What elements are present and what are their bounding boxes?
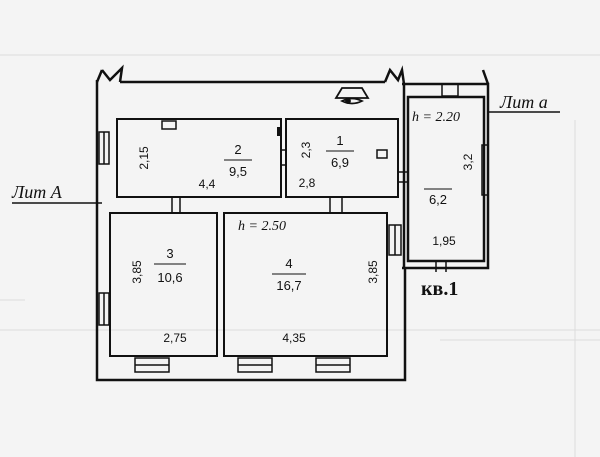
bathtub-icon <box>334 87 370 105</box>
ceiling-height-main: h = 2.50 <box>238 219 286 234</box>
annex-room-area: 6,2 <box>429 192 447 207</box>
room-4-number: 4 <box>285 256 292 271</box>
annex-dim-vertical: 3,2 <box>461 153 475 170</box>
room-3-dim-horizontal: 2,75 <box>163 331 187 345</box>
room-4-dim-vertical: 3,85 <box>366 260 380 284</box>
lit-a-small-label: Лит а <box>499 92 548 112</box>
room-1-number: 1 <box>336 133 343 148</box>
room-1-dim-vertical: 2,3 <box>299 141 313 158</box>
room-2-dim-horizontal: 4,4 <box>199 177 216 191</box>
dimension-labels: 2,3 2,8 2,15 4,4 3,85 2,75 3,85 4,35 3,2… <box>130 141 475 345</box>
room-3-outline <box>109 212 218 357</box>
room-2-number: 2 <box>234 142 241 157</box>
windows <box>98 83 489 373</box>
label-leaders <box>12 111 560 204</box>
sink-icon <box>277 127 282 136</box>
room-2-area: 9,5 <box>229 164 247 179</box>
paper-grid <box>0 54 600 457</box>
room-4-dim-horizontal: 4,35 <box>282 331 306 345</box>
annex-dim-horizontal: 1,95 <box>432 234 456 248</box>
room-2-dim-vertical: 2,15 <box>137 146 151 170</box>
lit-a-label: Лит А <box>11 182 63 202</box>
room-3-dim-vertical: 3,85 <box>130 260 144 284</box>
ceiling-height-annex: h = 2.20 <box>412 110 460 125</box>
room-labels: 1 6,9 2 9,5 3 10,6 4 16,7 6,2 <box>154 133 452 293</box>
room-4-outline <box>223 212 388 357</box>
room-3-number: 3 <box>166 246 173 261</box>
outer-walls <box>95 64 407 382</box>
room-4-area: 16,7 <box>276 278 301 293</box>
boiler-icon <box>376 149 388 159</box>
apartment-label: кв.1 <box>421 278 458 300</box>
room-1-dim-horizontal: 2,8 <box>299 176 316 190</box>
room-1-area: 6,9 <box>331 155 349 170</box>
doors <box>171 149 447 272</box>
stove-icon <box>161 120 177 130</box>
room-2-outline <box>116 118 282 198</box>
room-3-area: 10,6 <box>157 270 182 285</box>
room-outlines <box>109 118 399 357</box>
